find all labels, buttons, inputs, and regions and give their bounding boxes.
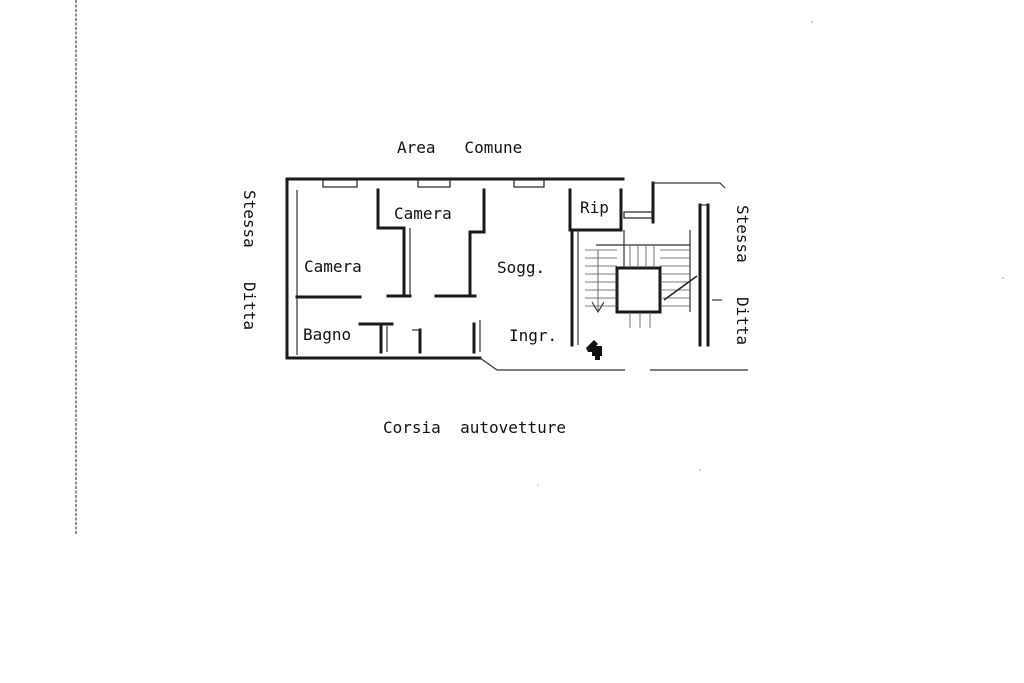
interior-walls (295, 188, 623, 354)
staircase-icon (585, 230, 722, 328)
scan-specks (537, 21, 1004, 486)
room-label-camera-small: Camera (394, 204, 452, 223)
room-label-ingresso: Ingr. (509, 326, 557, 345)
room-label-bagno: Bagno (303, 325, 351, 344)
room-label-soggiorno: Sogg. (497, 258, 545, 277)
side-label-right-ditta: Ditta (733, 297, 752, 345)
side-label-left-stessa: Stessa (240, 190, 259, 248)
label-corsia-autovetture: Corsia autovetture (383, 418, 566, 437)
side-label-left-ditta: Ditta (240, 282, 259, 330)
label-area-comune: Area Comune (397, 138, 522, 157)
top-windows (322, 179, 653, 219)
side-label-right-stessa: Stessa (733, 205, 752, 263)
room-label-ripostiglio: Rip (580, 198, 609, 217)
room-label-camera: Camera (304, 257, 362, 276)
pointing-hand-icon (586, 340, 602, 360)
outer-walls (285, 177, 748, 371)
